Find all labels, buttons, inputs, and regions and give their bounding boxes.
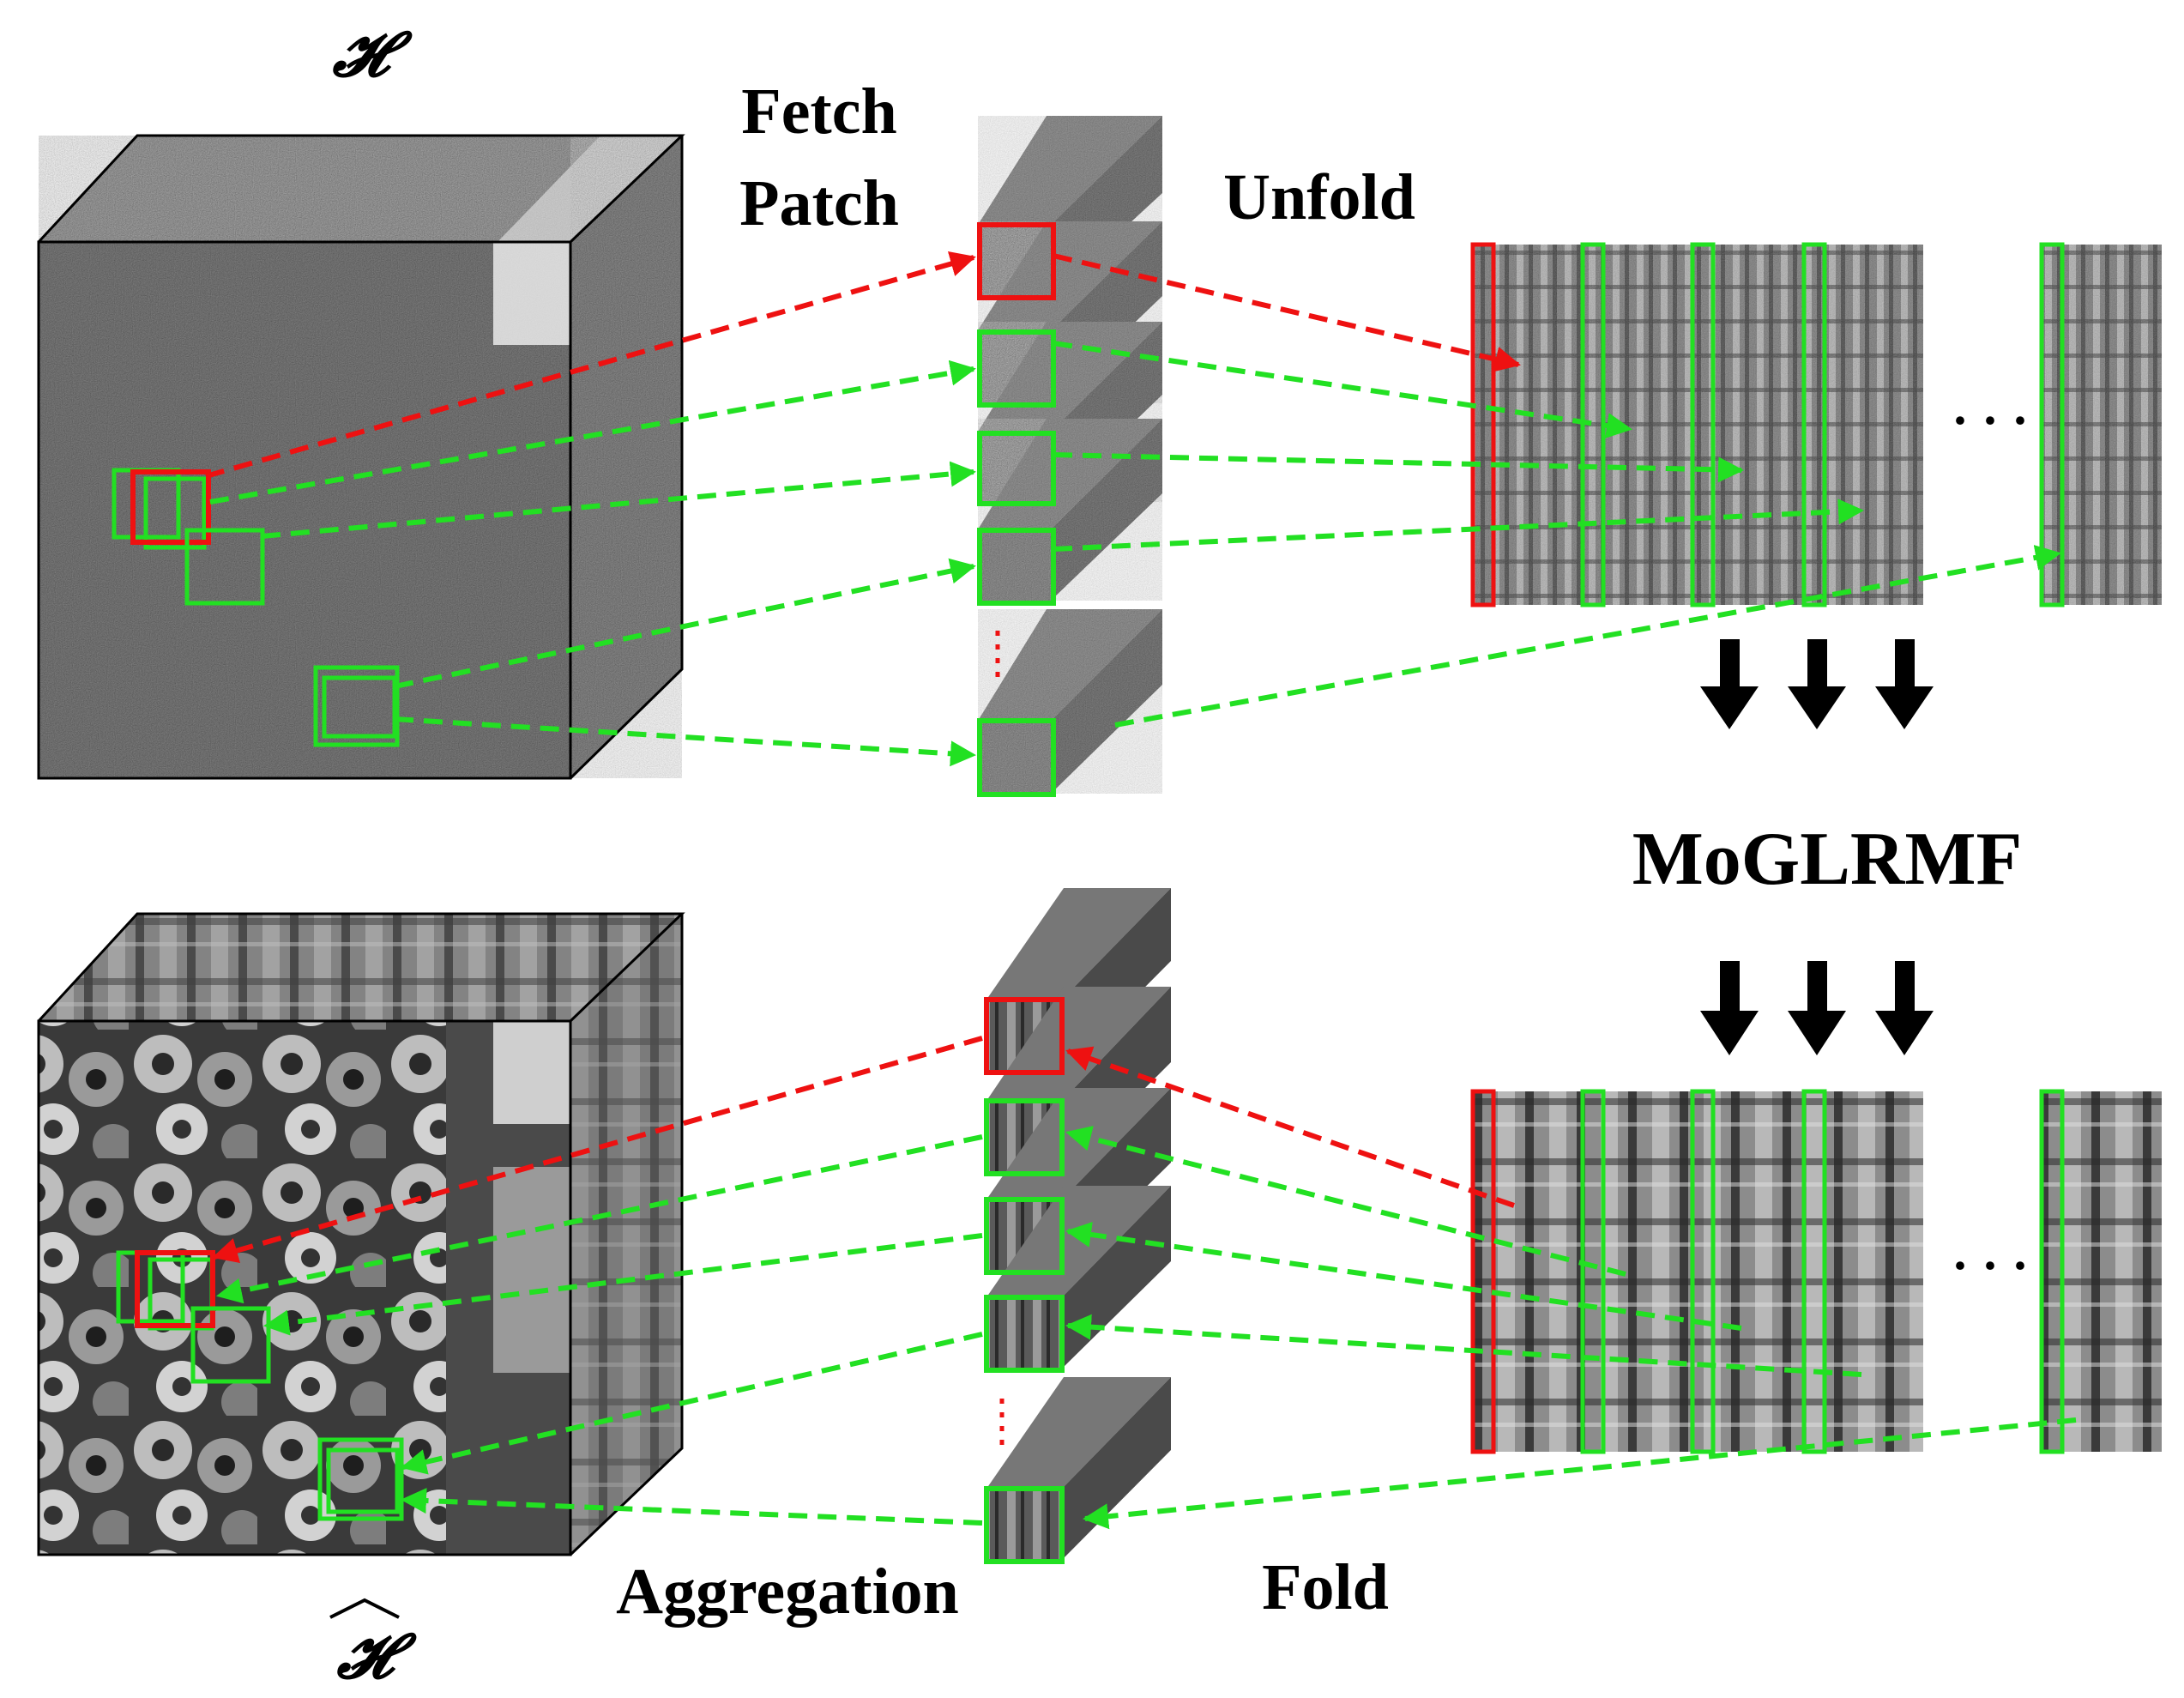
aggregation-label: Aggregation [616, 1556, 959, 1628]
down-arrows-lower [1700, 961, 1934, 1055]
ellipsis-top: · · · [1952, 392, 2029, 449]
denoised-output-cube [37, 912, 685, 1556]
denoised-patch-stack [984, 888, 1171, 1564]
noisy-patch-4 [978, 419, 1162, 601]
method-label: MoGLRMF [1632, 818, 2023, 901]
denoised-matrix [1470, 1089, 2162, 1454]
input-tensor-symbol: 𝓗 [333, 21, 413, 89]
aggregation-arrows [212, 1036, 983, 1526]
ellipsis-bottom: · · · [1952, 1237, 2029, 1294]
unfold-arrows [1053, 253, 2061, 728]
hat-accent [329, 1598, 400, 1619]
fetch-label-line1: Fetch [741, 76, 896, 148]
noisy-unfolded-matrix [1470, 242, 2162, 607]
down-arrows-upper [1700, 639, 1934, 729]
unfold-label: Unfold [1223, 161, 1415, 233]
fold-label: Fold [1262, 1551, 1389, 1623]
output-tensor-symbol: 𝓗 [337, 1622, 418, 1691]
input-patch-boxes [112, 468, 400, 747]
fetch-arrows [205, 251, 976, 767]
fold-arrows [1065, 1046, 2077, 1530]
noisy-input-cube [37, 134, 685, 780]
denoised-patch-n [986, 1377, 1171, 1560]
noisy-patch-n [978, 609, 1162, 794]
fetch-label-line2: Patch [739, 167, 899, 239]
noisy-patch-stack [977, 116, 1162, 797]
output-patch-boxes [116, 1250, 404, 1521]
output-tensor-symbol-group: 𝓗 [329, 1598, 418, 1691]
